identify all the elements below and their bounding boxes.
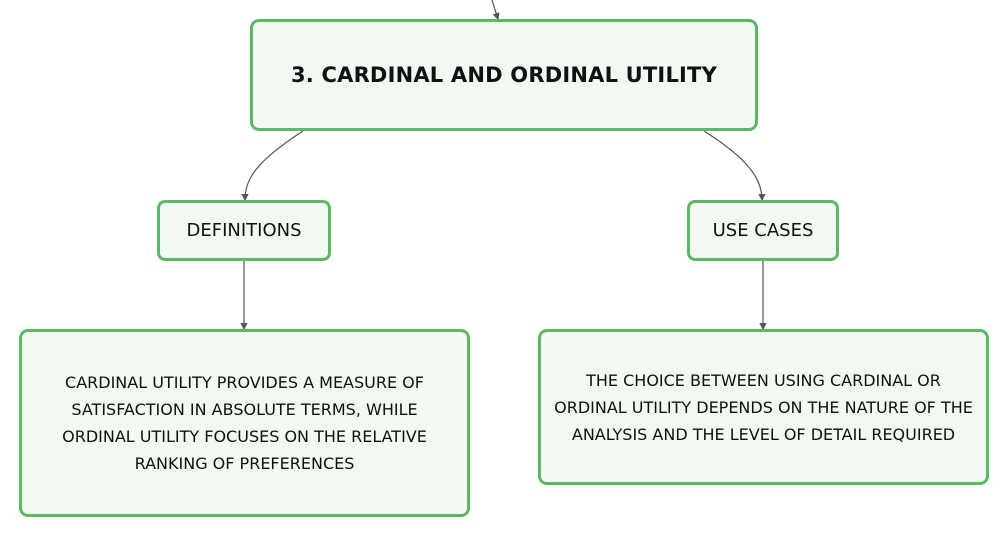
use-cases-label: USE CASES <box>712 220 814 241</box>
definitions-node[interactable]: DEFINITIONS <box>157 200 331 261</box>
definitions-detail-text: CARDINAL UTILITY PROVIDES A MEASURE OF S… <box>62 373 427 473</box>
definitions-detail-node[interactable]: CARDINAL UTILITY PROVIDES A MEASURE OF S… <box>19 329 470 517</box>
use-cases-node[interactable]: USE CASES <box>687 200 839 261</box>
connector-title-to-use-cases <box>703 130 766 202</box>
incoming-connector <box>491 0 500 21</box>
central-topic-node[interactable]: 3. CARDINAL AND ORDINAL UTILITY <box>250 19 758 131</box>
use-cases-detail-text: THE CHOICE BETWEEN USING CARDINAL OR ORD… <box>554 370 973 444</box>
connector-title-to-definitions <box>241 130 304 202</box>
central-topic-label: 3. CARDINAL AND ORDINAL UTILITY <box>291 63 717 87</box>
use-cases-detail-node[interactable]: THE CHOICE BETWEEN USING CARDINAL OR ORD… <box>538 329 989 485</box>
definitions-label: DEFINITIONS <box>186 220 302 241</box>
